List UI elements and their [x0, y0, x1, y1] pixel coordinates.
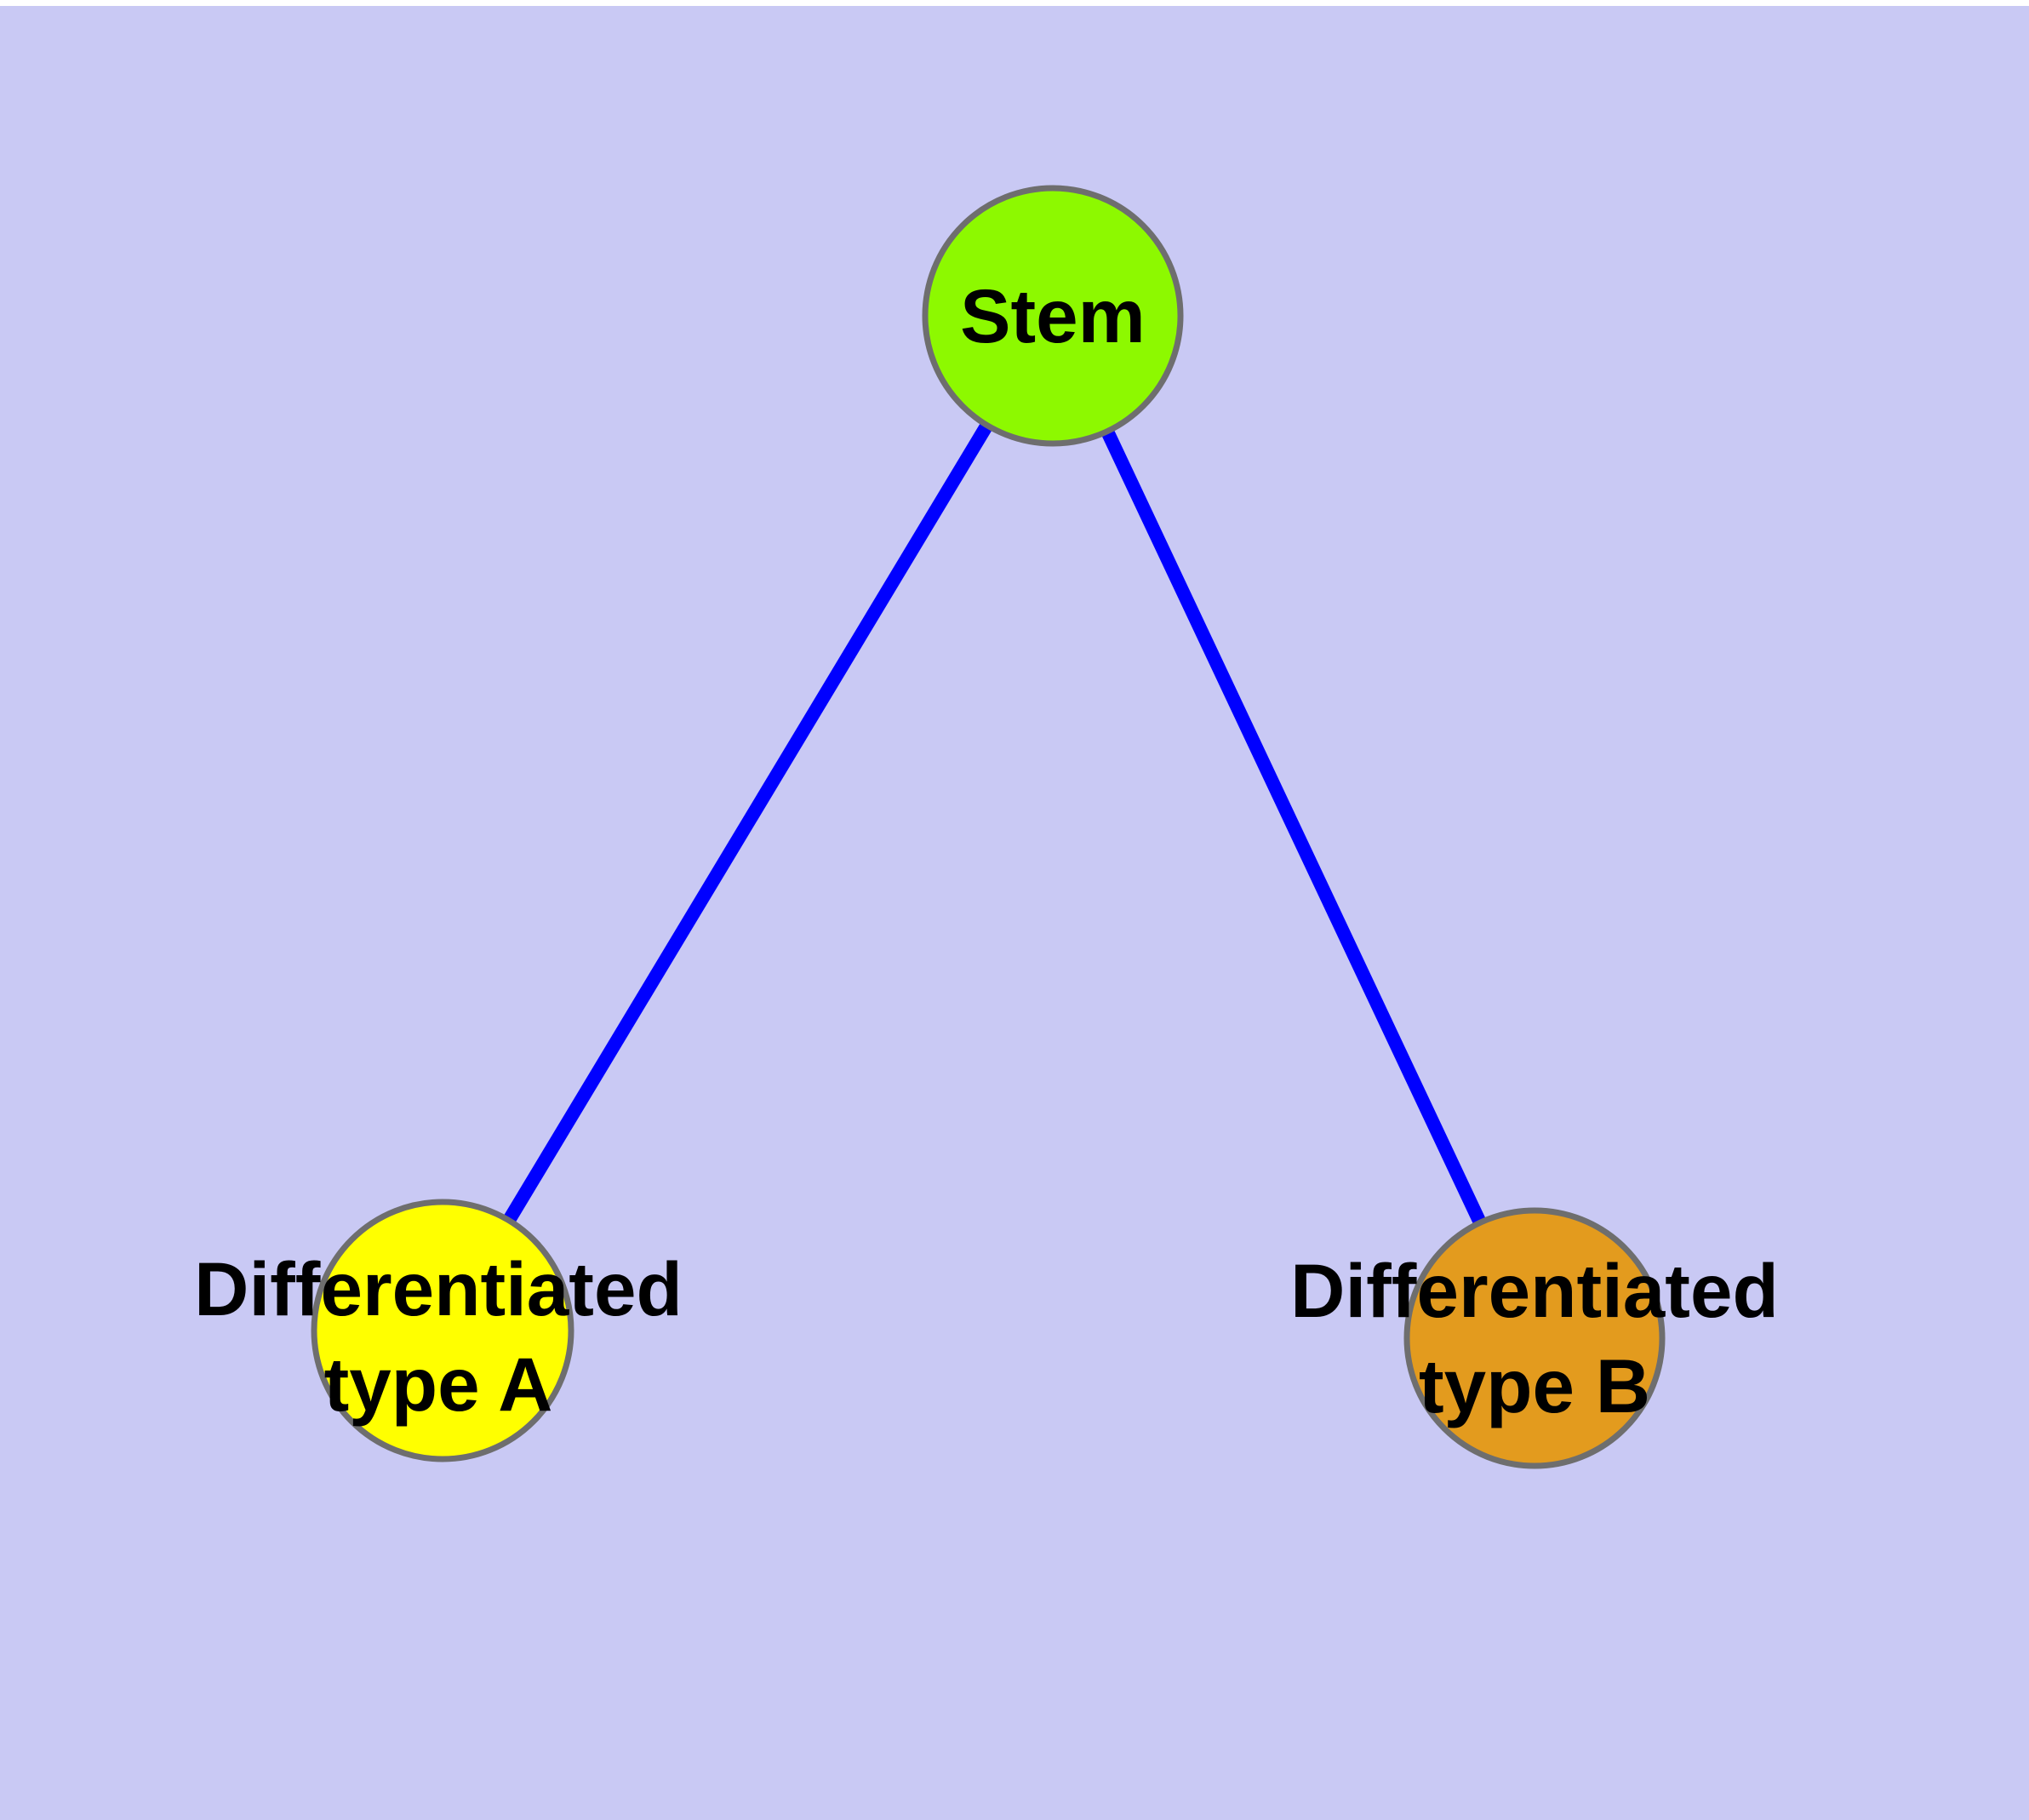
- node-type-b-label-line2: type B: [1419, 1343, 1650, 1428]
- node-type-a-label-line1: Differentiated: [194, 1246, 683, 1331]
- node-stem-label: Stem: [960, 273, 1146, 358]
- node-type-a-circle[interactable]: [311, 1199, 574, 1462]
- node-stem-circle[interactable]: [922, 185, 1184, 447]
- node-type-b-label-line1: Differentiated: [1290, 1248, 1779, 1333]
- edge-stem-to-type-b[interactable]: [1046, 312, 1541, 1342]
- node-type-a-label-line2: type A: [324, 1342, 553, 1427]
- node-type-b-circle[interactable]: [1403, 1207, 1666, 1469]
- top-edge-strip: [0, 0, 2029, 6]
- edge-stem-to-type-a[interactable]: [437, 312, 1059, 1335]
